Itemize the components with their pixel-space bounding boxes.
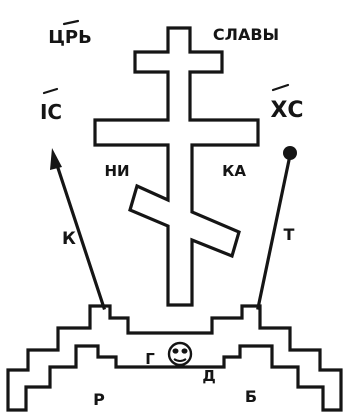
label-d: Д [202,367,215,385]
label-r: Р [93,390,105,409]
label-spear-k: К [62,229,76,249]
label-monogram-xc: ХС [270,98,303,123]
titlo-mark-top [64,21,78,24]
skull-icon [169,343,191,365]
label-monogram-ic: IC [40,100,62,124]
golgotha-steps [8,306,341,410]
label-slavy: СЛАВЫ [213,25,279,44]
label-ni: НИ [104,162,129,180]
label-ka: КА [222,162,246,180]
label-g: Г [145,350,155,368]
label-tsar: ЦРЬ [48,27,92,48]
titlo-mark-right [273,85,288,90]
label-sponge-t: Т [284,225,295,244]
label-b: Б [245,387,257,406]
titlo-mark-left [44,89,57,93]
sponge [283,146,297,160]
spear-head [50,148,62,170]
